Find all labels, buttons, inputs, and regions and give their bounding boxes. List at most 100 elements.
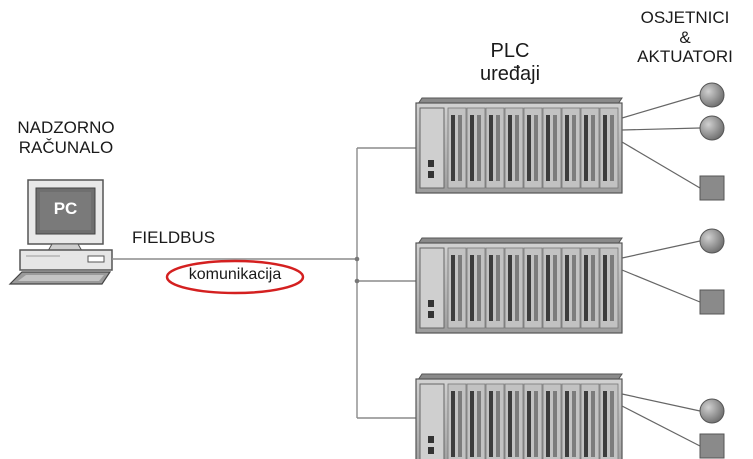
plc-terminal-strip: [534, 255, 538, 321]
device-cable: [621, 127, 701, 131]
plc-terminal-strip: [496, 391, 500, 457]
plc-io-module: [580, 383, 600, 459]
plc-io-module: [542, 247, 562, 329]
plc-terminal-strip: [451, 255, 455, 321]
plc-terminal-strip: [451, 115, 455, 181]
plc-io-module: [523, 107, 543, 189]
plc-terminal-strip: [610, 115, 614, 181]
device-cable: [621, 141, 701, 189]
plc-io-module: [561, 107, 581, 189]
communication-highlight: [165, 259, 305, 295]
plc-io-module: [580, 107, 600, 189]
plc-terminal-strip: [553, 391, 557, 457]
sensor-icon: [699, 82, 725, 108]
plc-terminal-strip: [603, 115, 607, 181]
plc-io-module: [485, 383, 505, 459]
plc-terminal-strip: [534, 391, 538, 457]
plc-terminal-strip: [565, 255, 569, 321]
pc-screen-label: PC: [53, 199, 78, 218]
plc-terminal-strip: [546, 255, 550, 321]
plc-terminal-strip: [610, 391, 614, 457]
plc-io-module: [466, 107, 486, 189]
plc-terminal-strip: [603, 391, 607, 457]
plc-terminal-strip: [489, 255, 493, 321]
plc-io-module: [485, 247, 505, 329]
plc-led: [428, 160, 434, 167]
plc-terminal-strip: [603, 255, 607, 321]
plc-rack: [415, 237, 623, 334]
plc-terminal-strip: [496, 115, 500, 181]
actuator-icon: [699, 433, 725, 459]
plc-terminal-strip: [477, 115, 481, 181]
plc-terminal-strip: [584, 391, 588, 457]
plc-terminal-strip: [584, 115, 588, 181]
plc-io-module: [561, 383, 581, 459]
pc-title: NADZORNO RAČUNALO: [6, 118, 126, 157]
plc-terminal-strip: [451, 391, 455, 457]
plc-terminal-strip: [477, 391, 481, 457]
bus-junction: [354, 278, 360, 284]
monitor: [27, 179, 104, 245]
plc-terminal-strip: [477, 255, 481, 321]
plc-terminal-strip: [515, 391, 519, 457]
plc-io-module: [523, 383, 543, 459]
plc-io-module: [542, 383, 562, 459]
plc-terminal-strip: [470, 115, 474, 181]
plc-led: [428, 447, 434, 454]
plc-io-module: [561, 247, 581, 329]
plc-io-module: [447, 107, 467, 189]
plc-terminal-strip: [610, 255, 614, 321]
plc-led: [428, 311, 434, 318]
plc-terminal-strip: [527, 255, 531, 321]
device-cable: [621, 240, 701, 259]
plc-power-module: [419, 383, 445, 459]
plc-io-module: [599, 107, 619, 189]
plc-terminal-strip: [458, 115, 462, 181]
base-unit: [19, 249, 113, 271]
plc-terminal-strip: [508, 255, 512, 321]
sensor-icon: [699, 115, 725, 141]
plc-terminal-strip: [508, 115, 512, 181]
plc-terminal-strip: [458, 255, 462, 321]
plc-terminal-strip: [496, 255, 500, 321]
plc-title-line2: uređaji: [479, 63, 541, 85]
plc-io-module: [504, 107, 524, 189]
plc-terminal-strip: [565, 391, 569, 457]
device-cable: [621, 405, 701, 447]
plc-terminal-strip: [572, 255, 576, 321]
plc-terminal-strip: [489, 391, 493, 457]
plc-rack: [415, 97, 623, 194]
sensor-icon: [699, 398, 725, 424]
plc-io-module: [466, 383, 486, 459]
device-cable: [621, 94, 701, 119]
plc-title: PLC uređaji: [455, 40, 565, 86]
device-cable: [621, 269, 701, 303]
plc-terminal-strip: [515, 115, 519, 181]
plc-devices: [415, 82, 725, 459]
plc-terminal-strip: [489, 115, 493, 181]
plc-terminal-strip: [553, 115, 557, 181]
plc-terminal-strip: [527, 115, 531, 181]
plc-led: [428, 300, 434, 307]
bus-junction: [354, 256, 360, 262]
sensor-icon: [699, 228, 725, 254]
communication-label: komunikacija: [188, 266, 282, 283]
io-title-line2: &: [679, 27, 691, 47]
plc-io-module: [542, 107, 562, 189]
plc-terminal-strip: [546, 391, 550, 457]
plc-terminal-strip: [527, 391, 531, 457]
plc-led: [428, 436, 434, 443]
plc-rack: [415, 373, 623, 459]
plc-terminal-strip: [515, 255, 519, 321]
plc-terminal-strip: [534, 115, 538, 181]
plc-title-line1: PLC: [490, 40, 530, 62]
device-cable: [621, 393, 701, 412]
plc-terminal-strip: [553, 255, 557, 321]
actuator-icon: [699, 175, 725, 201]
plc-terminal-strip: [508, 391, 512, 457]
supervisory-computer: [8, 179, 113, 285]
keyboard: [8, 271, 112, 285]
plc-io-module: [447, 383, 467, 459]
plc-io-module: [599, 247, 619, 329]
